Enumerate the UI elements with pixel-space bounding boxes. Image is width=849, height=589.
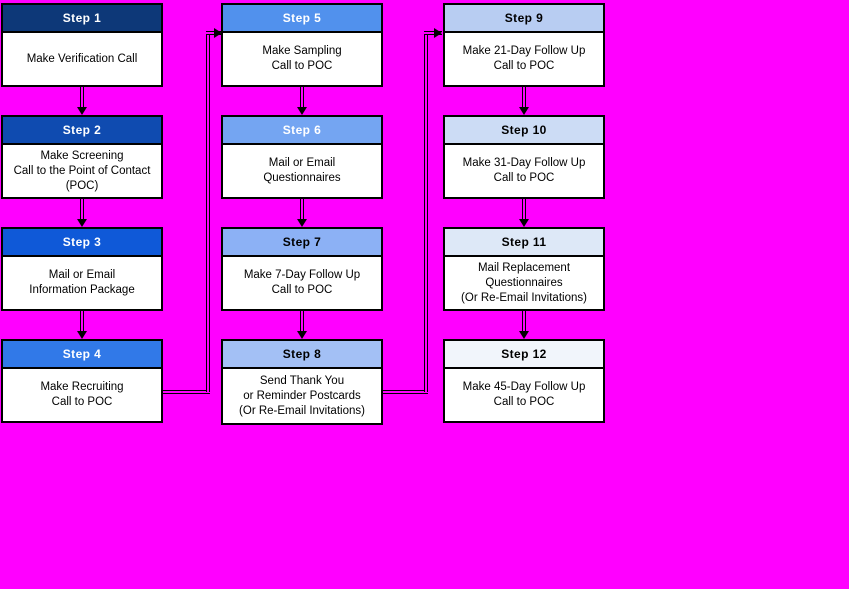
step-body-step-2: Make Screening Call to the Point of Cont… [13,149,151,192]
step-box-step-8[interactable]: Step 8 Send Thank You or Reminder Postca… [221,339,383,425]
step-body-step-12: Make 45-Day Follow Up Call to POC [462,381,586,408]
step-box-step-12[interactable]: Step 12 Make 45-Day Follow Up Call to PO… [443,339,605,423]
step-body-step-10: Make 31-Day Follow Up Call to POC [462,157,586,184]
step-body-step-4: Make Recruiting Call to POC [40,381,124,408]
step-body-step-7: Make 7-Day Follow Up Call to POC [243,269,361,296]
step-box-step-5[interactable]: Step 5 Make Sampling Call to POC [221,3,383,87]
arrowhead-step9-step10 [519,107,529,115]
step-box-step-11[interactable]: Step 11 Mail Replacement Questionnaires … [443,227,605,311]
step-box-step-9[interactable]: Step 9 Make 21-Day Follow Up Call to POC [443,3,605,87]
step-header-step-9: Step 9 [445,5,603,33]
step-body-step-6: Mail or Email Questionnaires [263,157,341,184]
step-header-step-7: Step 7 [223,229,381,257]
step-header-step-11: Step 11 [445,229,603,257]
step-box-step-2[interactable]: Step 2 Make Screening Call to the Point … [1,115,163,199]
connector-step4-step5-segment-h1 [163,390,210,394]
connector-step2-step3 [80,199,84,222]
connector-step10-step11 [522,199,526,222]
connector-step9-step10 [522,87,526,110]
connector-step3-step4 [80,311,84,334]
step-box-step-7[interactable]: Step 7 Make 7-Day Follow Up Call to POC [221,227,383,311]
arrowhead-step3-step4 [77,331,87,339]
step-body-step-11: Mail Replacement Questionnaires (Or Re-E… [461,261,587,304]
step-header-step-8: Step 8 [223,341,381,369]
step-header-step-5: Step 5 [223,5,381,33]
connector-step8-step9-segment-h2 [424,31,442,35]
step-body-step-9: Make 21-Day Follow Up Call to POC [462,45,586,72]
arrowhead-step1-step2 [77,107,87,115]
step-header-step-3: Step 3 [3,229,161,257]
step-header-step-2: Step 2 [3,117,161,145]
connector-step6-step7 [300,199,304,222]
step-box-step-4[interactable]: Step 4 Make Recruiting Call to POC [1,339,163,423]
step-body-step-3: Mail or Email Information Package [29,269,135,296]
arrowhead-step5-step6 [297,107,307,115]
step-header-step-6: Step 6 [223,117,381,145]
step-body-step-1: Make Verification Call [26,52,138,65]
connector-step8-step9-segment-h1 [383,390,428,394]
connector-step11-step12 [522,311,526,334]
step-box-step-10[interactable]: Step 10 Make 31-Day Follow Up Call to PO… [443,115,605,199]
step-header-step-12: Step 12 [445,341,603,369]
arrowhead-step8-step9 [434,28,442,38]
connector-step7-step8 [300,311,304,334]
arrowhead-step2-step3 [77,219,87,227]
arrowhead-step7-step8 [297,331,307,339]
arrowhead-step6-step7 [297,219,307,227]
step-header-step-1: Step 1 [3,5,161,33]
step-box-step-6[interactable]: Step 6 Mail or Email Questionnaires [221,115,383,199]
connector-step5-step6 [300,87,304,110]
step-box-step-1[interactable]: Step 1 Make Verification Call [1,3,163,87]
connector-step8-step9-segment-v [424,31,428,392]
step-header-step-10: Step 10 [445,117,603,145]
step-body-step-8: Send Thank You or Reminder Postcards (Or… [239,374,365,417]
step-body-step-5: Make Sampling Call to POC [262,45,342,72]
step-box-step-3[interactable]: Step 3 Mail or Email Information Package [1,227,163,311]
arrowhead-step10-step11 [519,219,529,227]
step-header-step-4: Step 4 [3,341,161,369]
arrowhead-step4-step5 [214,28,222,38]
connector-step4-step5-segment-v [206,31,210,392]
arrowhead-step11-step12 [519,331,529,339]
connector-step1-step2 [80,87,84,110]
